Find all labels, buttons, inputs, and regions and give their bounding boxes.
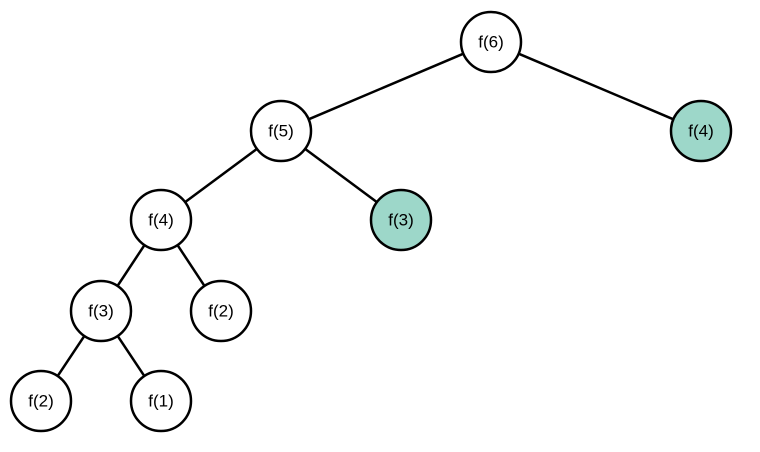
memoized-node-circle [369,188,433,252]
node-circle [249,99,313,163]
edge-n_f3-n_f1 [116,335,146,377]
edge-n_f6-n_f4r [518,52,674,121]
node-circle [69,279,133,343]
node-label: f(1) [148,392,174,411]
node-label: f(3) [388,211,414,230]
node-circle [9,369,73,433]
node-label: f(5) [268,122,294,141]
node-label: f(3) [88,302,114,321]
node-label: f(2) [28,392,54,411]
tree-node-n_f1: f(1) [129,369,193,433]
node-label: f(6) [478,33,504,52]
edge-n_f5-n_f4 [184,147,258,204]
edge-n_f3-n_f2 [56,335,86,377]
edge-n_f6-n_f5 [308,52,464,121]
tree-node-n_f3r: f(3) [369,188,433,252]
tree-node-n_f5: f(5) [249,99,313,163]
node-label: f(4) [688,122,714,141]
node-circle [459,10,523,74]
node-circle [129,369,193,433]
tree-node-n_f3: f(3) [69,279,133,343]
edge-n_f4-n_f2r [176,244,206,287]
node-circle [189,279,253,343]
node-label: f(4) [148,211,174,230]
nodes-layer: f(6) f(5) f(4) f(4) f(3) f(3) f(2) f(2) f(1) [9,10,733,433]
memoized-node-circle [669,99,733,163]
tree-node-n_f6: f(6) [459,10,523,74]
node-circle [129,188,193,252]
tree-node-n_f2r: f(2) [189,279,253,343]
tree-node-n_f2: f(2) [9,369,73,433]
edge-n_f4-n_f3 [116,244,146,287]
edges-layer [56,52,674,377]
node-label: f(2) [208,302,234,321]
tree-node-n_f4: f(4) [129,188,193,252]
edge-n_f5-n_f3r [304,147,378,204]
tree-node-n_f4r: f(4) [669,99,733,163]
